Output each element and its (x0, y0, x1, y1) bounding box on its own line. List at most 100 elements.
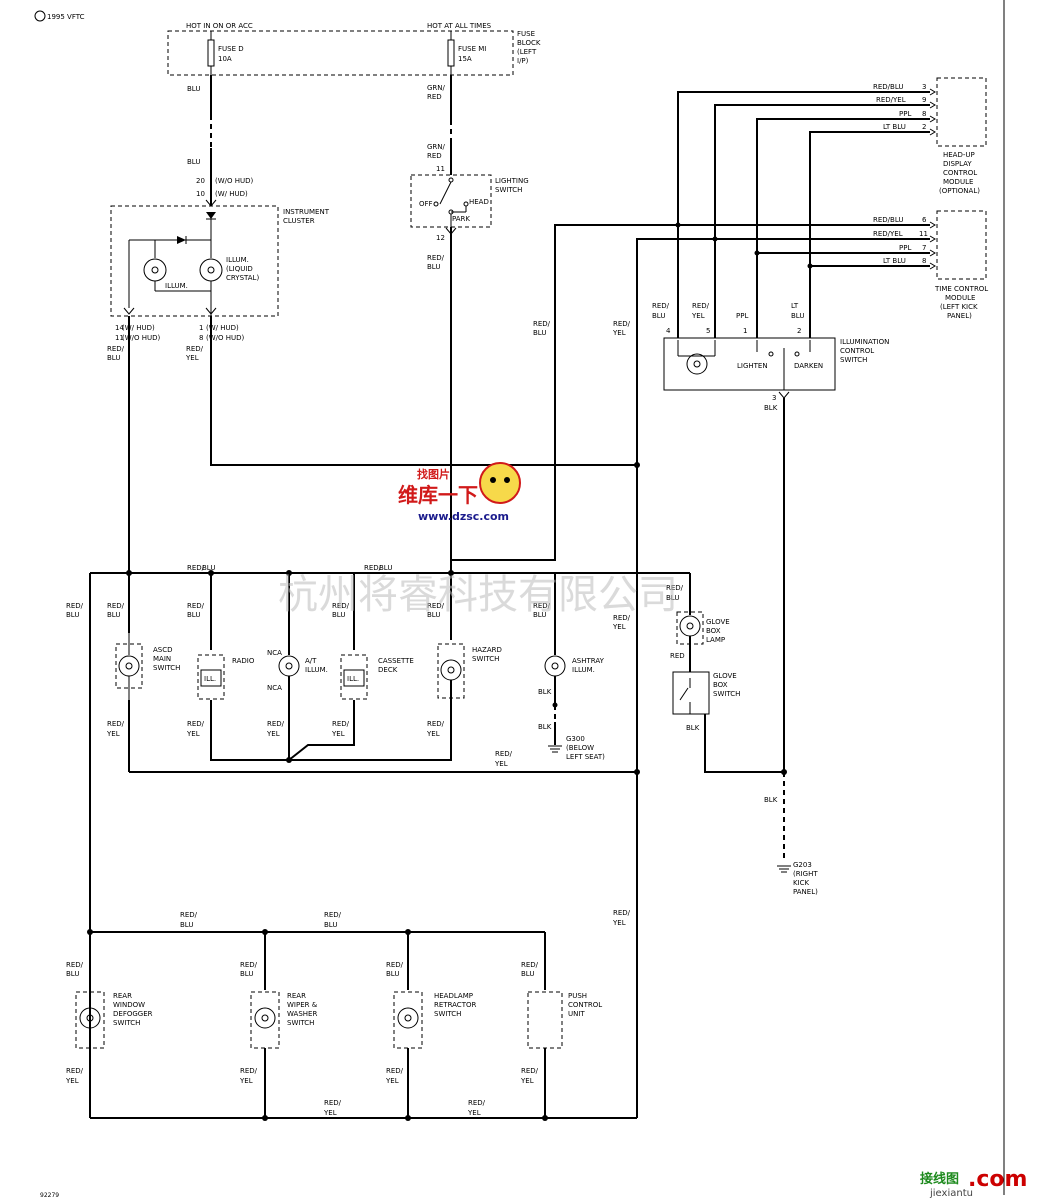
fuse-m-rating: 15A (458, 55, 472, 63)
blu-feed: BLU BLU 20 (W/O HUD) 10 (W/ HUD) (187, 75, 254, 207)
wire-label: RED/ (427, 602, 445, 610)
retractor-label-1: HEADLAMP (434, 992, 473, 1000)
hud-label-1: HEAD-UP (943, 151, 975, 159)
wire-label: BLU (107, 611, 120, 619)
fuse-block-label-2: BLOCK (517, 39, 541, 47)
hazard-switch: RED/ BLU HAZARD SWITCH RED/ YEL (289, 573, 502, 761)
ics-darken: DARKEN (794, 362, 823, 370)
switch-contact-icon (439, 181, 452, 205)
instrument-cluster-outline (110, 205, 279, 317)
ics-pin-3: 3 (772, 394, 776, 402)
wire-label: BLU (180, 921, 193, 929)
connector-chevron-icon (929, 88, 936, 136)
wire-label: BLK (538, 723, 552, 731)
ascd-main-switch: RED/ BLU ASCD MAIN SWITCH RED/ YEL (106, 573, 180, 772)
logo-url-text: www.dzsc.com (418, 510, 509, 523)
push-label-1: PUSH (568, 992, 587, 1000)
push-control-unit: RED/ BLU PUSH CONTROL UNIT RED/ YEL (520, 932, 602, 1118)
wire-label-blu-1: BLU (187, 85, 200, 93)
ics-lt: LT (791, 302, 799, 310)
wire-label: RED/ (666, 584, 684, 592)
figure-number: 92279 (40, 1192, 59, 1199)
wire-label: RED/ (427, 254, 445, 262)
ic-lcd-label-1: ILLUM. (226, 256, 249, 264)
wire-label: YEL (467, 1109, 481, 1117)
wire-label: RED/ (240, 961, 258, 969)
tcm-wire-4: LT BLU (883, 257, 906, 265)
switch-contact-icon (679, 687, 689, 701)
wire-label: YEL (494, 760, 508, 768)
connector-chevron-icon (778, 391, 790, 399)
wire-label: BLU (427, 611, 440, 619)
wire-label: YEL (426, 730, 440, 738)
wire-label: RED/ (533, 320, 551, 328)
tcm-label-3: (LEFT KICK (940, 303, 978, 311)
glove-lamp-label-3: LAMP (706, 636, 725, 644)
glove-switch-label-1: GLOVE (713, 672, 737, 680)
wiper-label-3: WASHER (287, 1010, 317, 1018)
bulb-icon (118, 655, 140, 677)
wire-label: RED/ (468, 1099, 486, 1107)
wire-label: BLU (240, 970, 253, 978)
wire-label: RED (670, 652, 685, 660)
lower-bus: RED/ BLU RED/ BLU RED/ YEL RED/ YEL RED/… (87, 772, 638, 1121)
module-wiring: RED/ BLU RED/ YEL (450, 91, 930, 830)
instrument-cluster: INSTRUMENT CLUSTER ILLUM. ILLUM. (LIQUID… (107, 205, 330, 362)
wire-label: RED/ (187, 602, 205, 610)
tcm-label-1: TIME CONTROL (934, 285, 988, 293)
fuse-block: HOT IN ON OR ACC HOT AT ALL TIMES FUSE B… (167, 22, 541, 76)
hud-label-3: CONTROL (943, 169, 977, 177)
fuse-block-label-3: (LEFT (517, 48, 537, 56)
bulb-icon (79, 1007, 101, 1029)
cassette-label-2: DECK (378, 666, 398, 674)
wire-label: RED/ (107, 345, 125, 353)
wire-label: RED/ (495, 750, 513, 758)
glove-lamp-label-2: BOX (706, 627, 721, 635)
wire-label: YEL (331, 730, 345, 738)
wire-label: YEL (520, 1077, 534, 1085)
g300-label-3: LEFT SEAT) (566, 753, 605, 761)
wire-label: RED/ (613, 320, 631, 328)
bulb-icon (278, 655, 300, 677)
glove-box: RED/ BLU GLOVE BOX LAMP RED GLOVE BOX SW… (666, 573, 787, 775)
connector-chevron-icon (929, 221, 936, 270)
hud-pin-3: 8 (922, 110, 926, 118)
wire-label: BLK (764, 404, 778, 412)
lighting-switch-pin-12: 12 (436, 234, 445, 242)
tcm-wire-2: RED/YEL (873, 230, 903, 238)
cassette-deck: RED/ BLU ILL. CASSETTE DECK RED/ YEL (288, 573, 414, 761)
fuse-d-name: FUSE D (218, 45, 244, 53)
at-label-2: ILLUM. (305, 666, 328, 674)
wire-label: BLU (66, 970, 79, 978)
hud-pin-2: 9 (922, 96, 926, 104)
ashtray-label-2: ILLUM. (572, 666, 595, 674)
wire-label: BLU (107, 354, 120, 362)
ic-label-1: INSTRUMENT (283, 208, 330, 216)
wire-label: RED/ (533, 602, 551, 610)
hud-label-4: MODULE (943, 178, 973, 186)
ics-outline (663, 337, 836, 391)
wire-label: BLU (533, 329, 546, 337)
lighting-switch: 11 LIGHTING SWITCH OFF HEAD PARK 12 RED/… (410, 165, 529, 271)
defogger-label-1: REAR (113, 992, 132, 1000)
ic-pin-1-note: (W/ HUD) (206, 324, 239, 332)
fuse-d-rating: 10A (218, 55, 232, 63)
header-code: 1995 VFTC (47, 13, 85, 21)
hud-wire-2: RED/YEL (876, 96, 906, 104)
ic-pin-10: 10 (196, 190, 205, 198)
ic-pin-8: 8 (199, 334, 203, 342)
wire-red-yel-cluster (210, 316, 637, 466)
corner-com-text: .com (968, 1167, 1027, 1192)
middle-bus: RED/ BLU RED/ BLU RED/ BLU (66, 564, 690, 1118)
ic-pin-11-note: (W/O HUD) (122, 334, 161, 342)
wire-label: BLU (66, 611, 79, 619)
fuse-block-outline (167, 30, 514, 76)
bulb-icon (143, 258, 167, 282)
wire-label: BLU (521, 970, 534, 978)
wire-label: RED/ (386, 1067, 404, 1075)
wire-label: BLU (202, 564, 215, 572)
radio-ill-label: ILL. (204, 675, 216, 683)
tcm-wire-1: RED/BLU (873, 216, 904, 224)
ic-label-2: CLUSTER (283, 217, 315, 225)
